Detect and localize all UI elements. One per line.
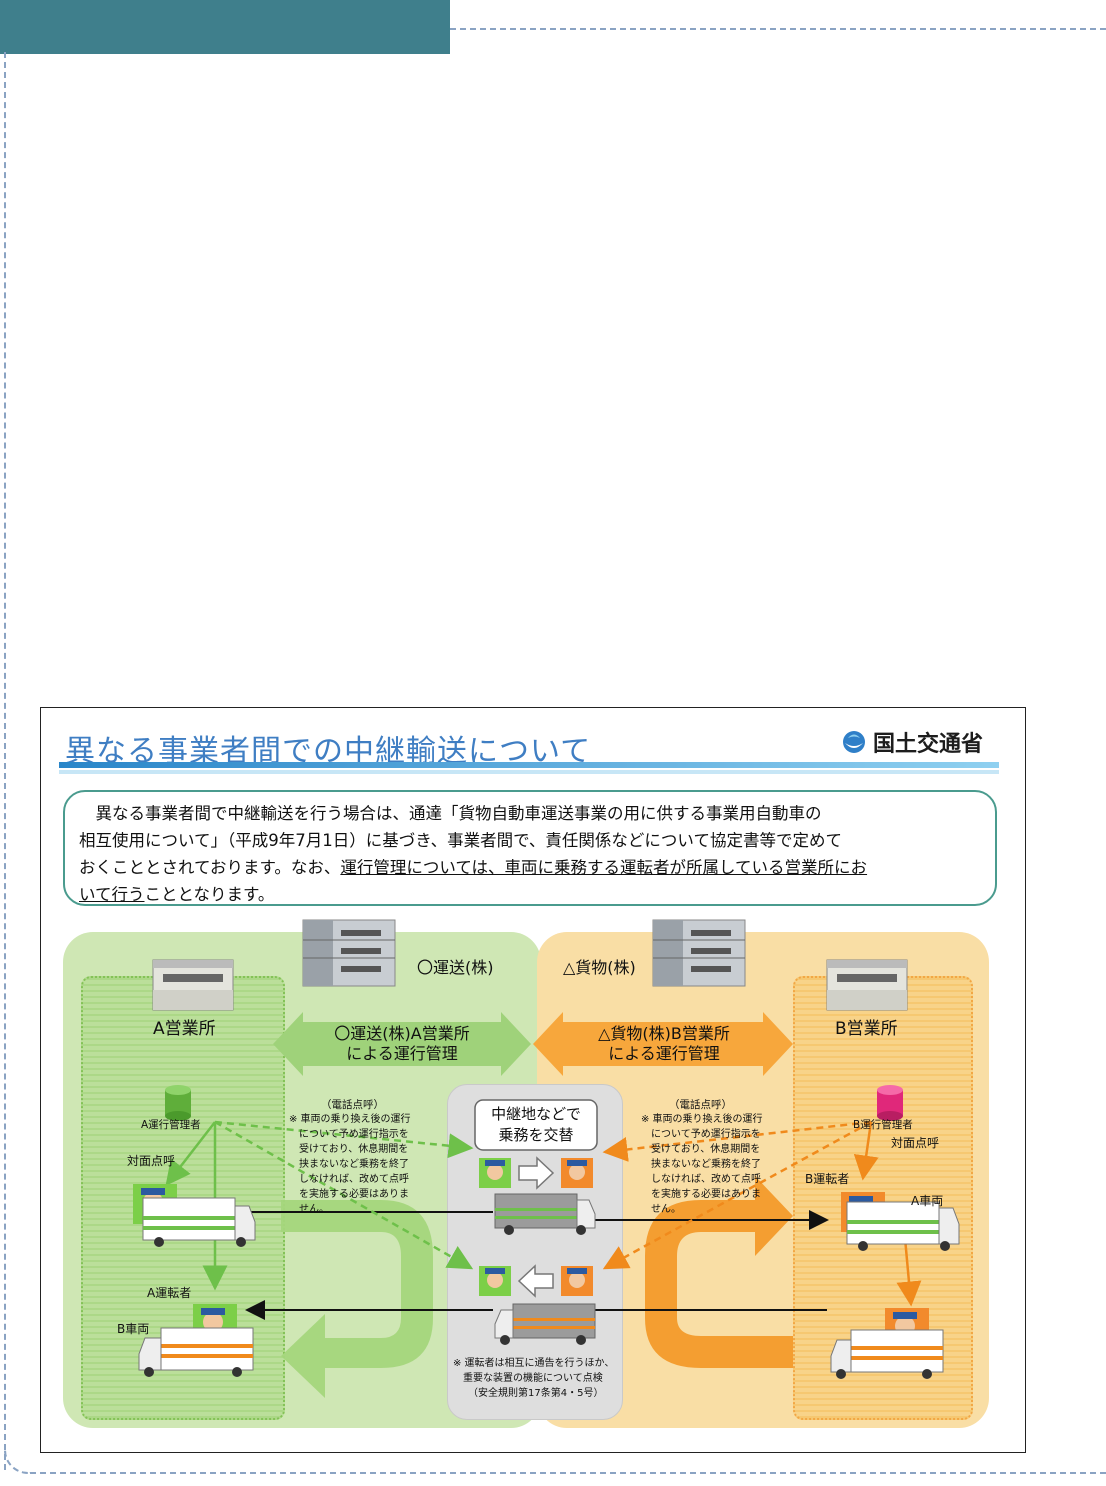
driver-b-truck-a-icon — [841, 1192, 960, 1251]
intro-line-3: おくこととされております。なお、運行管理については、車両に乗務する運転者が所属し… — [79, 854, 981, 881]
relay-line-1: 中継地などで — [491, 1105, 581, 1123]
phone-call-b-label: （電話点呼） — [669, 1099, 732, 1111]
driver-a-truck-icon — [133, 1184, 256, 1247]
green-u-turn-arrow — [281, 1200, 433, 1398]
phone-call-a-note: ※ 車両の乗り換え後の運行 について予め運行指示を 受けており、休息期間を 挟ま… — [289, 1114, 411, 1215]
office-a-building-icon — [152, 959, 234, 1011]
driver-b-label: B運転者 — [805, 1172, 850, 1186]
title-underline-light — [59, 770, 999, 774]
intro-text: こととなります。 — [144, 885, 275, 904]
vehicle-a-label: A車両 — [911, 1194, 944, 1208]
relay-truck-top-icon — [494, 1193, 596, 1235]
ministry-name: 国土交通省 — [873, 732, 984, 757]
intro-box: 異なる事業者間で中継輸送を行う場合は、通達「貨物自動車運送事業の用に供する事業用… — [63, 790, 997, 906]
company-b-building-icon — [652, 919, 746, 987]
driver-b-truck-icon — [830, 1308, 944, 1379]
relay-truck-bottom-icon — [494, 1303, 596, 1345]
phone-call-b-note: ※ 車両の乗り換え後の運行 について予め運行指示を 受けており、休息期間を 挟ま… — [641, 1114, 763, 1215]
ministry-emblem-icon — [843, 731, 865, 753]
mgmt-a-line-2: による運行管理 — [346, 1044, 458, 1063]
mgmt-b-arrow — [533, 1012, 793, 1076]
manager-a-label: A運行管理者 — [141, 1119, 201, 1131]
company-b-name: △貨物(株) — [563, 958, 636, 977]
mgmt-a-arrow — [273, 1012, 531, 1076]
office-b-label: B営業所 — [835, 1019, 898, 1039]
manager-a-icon — [165, 1085, 191, 1121]
intro-line-2: 相互使用について」（平成9年7月1日）に基づき、事業者間で、責任関係などについて… — [79, 831, 842, 850]
diagram-graphics — [133, 919, 960, 1398]
mgmt-a-line-1: 〇運送(株)A営業所 — [334, 1024, 470, 1043]
header-tab — [0, 0, 450, 54]
company-a-name: 〇運送(株) — [417, 958, 494, 977]
mgmt-b-label: △貨物(株)B営業所による運行管理 — [589, 1024, 739, 1064]
driver-a-label: A運転者 — [147, 1286, 192, 1300]
relay-swap-top-icon — [479, 1156, 593, 1190]
frame-border-bottom — [30, 1472, 1106, 1474]
driver-a-truck-b-icon — [138, 1304, 254, 1377]
mgmt-a-label: 〇運送(株)A営業所による運行管理 — [327, 1024, 477, 1064]
relay-transport-slide: 異なる事業者間での中継輸送について 国土交通省 異なる事業者間で中継輸送を行う場… — [40, 707, 1026, 1453]
face-call-a-label: 対面点呼 — [127, 1154, 176, 1168]
relay-swap-bottom-icon — [479, 1264, 593, 1298]
mgmt-b-line-2: による運行管理 — [608, 1044, 720, 1063]
orange-u-turn-arrow — [645, 1176, 793, 1368]
frame-border-top — [450, 28, 1106, 30]
phone-call-a-label: （電話点呼） — [321, 1099, 384, 1111]
ministry-logo: 国土交通省 — [841, 726, 983, 758]
vehicle-b-label: B車両 — [117, 1322, 150, 1336]
relay-label: 中継地などで乗務を交替 — [475, 1104, 597, 1146]
mgmt-b-line-1: △貨物(株)B営業所 — [598, 1024, 730, 1043]
frame-border-corner — [4, 1446, 32, 1474]
manager-b-icon — [877, 1085, 903, 1121]
manager-b-label: B運行管理者 — [853, 1119, 913, 1131]
face-call-b-label: 対面点呼 — [891, 1136, 940, 1150]
relay-note: ※ 運転者は相互に通告を行うほか、 重要な装置の機能について点検 （安全規則第1… — [453, 1358, 615, 1399]
relay-label-box — [474, 1099, 598, 1151]
office-a-label: A営業所 — [153, 1019, 216, 1039]
office-b-building-icon — [826, 959, 908, 1011]
frame-border-left — [4, 52, 6, 1470]
title-underline — [59, 762, 999, 768]
intro-underlined-text: いて行う — [79, 885, 145, 904]
company-a-building-icon — [302, 919, 396, 987]
intro-underlined-text: 運行管理については、車両に乗務する運転者が所属している営業所にお — [340, 858, 868, 877]
intro-line-4: いて行うこととなります。 — [79, 881, 981, 908]
intro-text: おくこととされております。なお、 — [79, 858, 341, 877]
relay-line-2: 乗務を交替 — [498, 1126, 574, 1144]
intro-line-1: 異なる事業者間で中継輸送を行う場合は、通達「貨物自動車運送事業の用に供する事業用… — [79, 804, 822, 823]
